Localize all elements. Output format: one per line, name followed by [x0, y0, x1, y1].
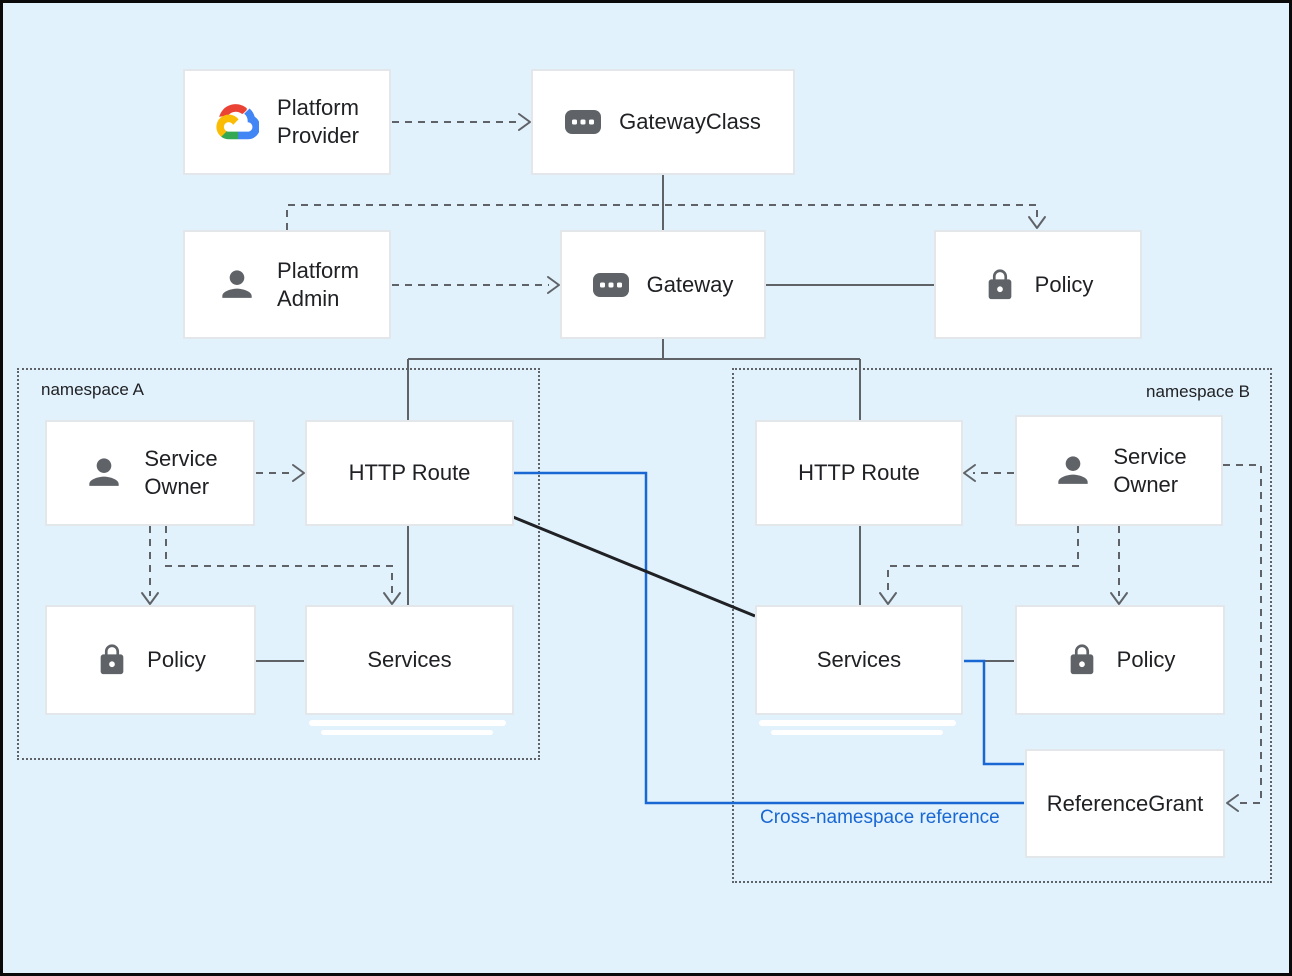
arrowhead: [547, 276, 560, 294]
node-label: Service Owner: [144, 446, 218, 499]
node-label: Services: [816, 647, 902, 673]
node-gatewayclass: GatewayClass: [531, 69, 795, 175]
node-platform-provider: Platform Provider: [183, 69, 391, 175]
services-b-stack-layer: [771, 730, 943, 735]
node-label: Service Owner: [1113, 443, 1187, 497]
node-label: GatewayClass: [619, 109, 761, 135]
node-policy-b: Policy: [1015, 605, 1225, 715]
arrowhead: [518, 113, 531, 131]
connector-admin-policy: [286, 204, 1038, 230]
lock-icon: [983, 268, 1017, 302]
node-label: Services: [367, 647, 452, 673]
person-icon: [82, 451, 126, 495]
node-label: Platform Admin: [277, 257, 359, 311]
services-a-stack-layer: [309, 720, 506, 726]
lock-icon: [1065, 643, 1099, 677]
node-services-b: Services: [755, 605, 963, 715]
node-label: Policy: [1034, 271, 1094, 297]
namespace-a-label: namespace A: [41, 380, 145, 399]
namespace-b-label: namespace B: [1146, 382, 1250, 401]
node-label: Policy: [147, 647, 206, 673]
node-http-route-a: HTTP Route: [305, 420, 514, 526]
services-a-stack-layer: [321, 730, 493, 735]
services-b-stack-layer: [759, 720, 956, 726]
node-label: HTTP Route: [348, 460, 471, 486]
node-policy-top: Policy: [934, 230, 1142, 339]
node-label: ReferenceGrant: [1046, 790, 1204, 816]
node-label: Policy: [1116, 647, 1176, 673]
node-services-a: Services: [305, 605, 514, 715]
node-service-owner-a: Service Owner: [45, 420, 255, 526]
arrowhead: [1028, 216, 1046, 229]
lock-icon: [95, 643, 129, 677]
node-http-route-b: HTTP Route: [755, 420, 963, 526]
node-reference-grant: ReferenceGrant: [1025, 749, 1225, 858]
person-icon: [1051, 449, 1095, 493]
node-gateway: Gateway: [560, 230, 766, 339]
cross-namespace-reference-label: Cross-namespace reference: [760, 807, 1000, 828]
node-label: HTTP Route: [798, 460, 920, 486]
node-platform-admin: Platform Admin: [183, 230, 391, 339]
google-cloud-icon: [215, 104, 260, 140]
node-label: Gateway: [646, 271, 734, 297]
person-icon: [215, 263, 259, 307]
node-label: Platform Provider: [277, 95, 359, 148]
connector-httproute-a-services-b-black: [512, 515, 756, 618]
resource-chip-icon: [592, 272, 629, 297]
node-service-owner-b: Service Owner: [1015, 415, 1223, 526]
resource-chip-icon: [565, 110, 602, 134]
node-policy-a: Policy: [45, 605, 256, 715]
